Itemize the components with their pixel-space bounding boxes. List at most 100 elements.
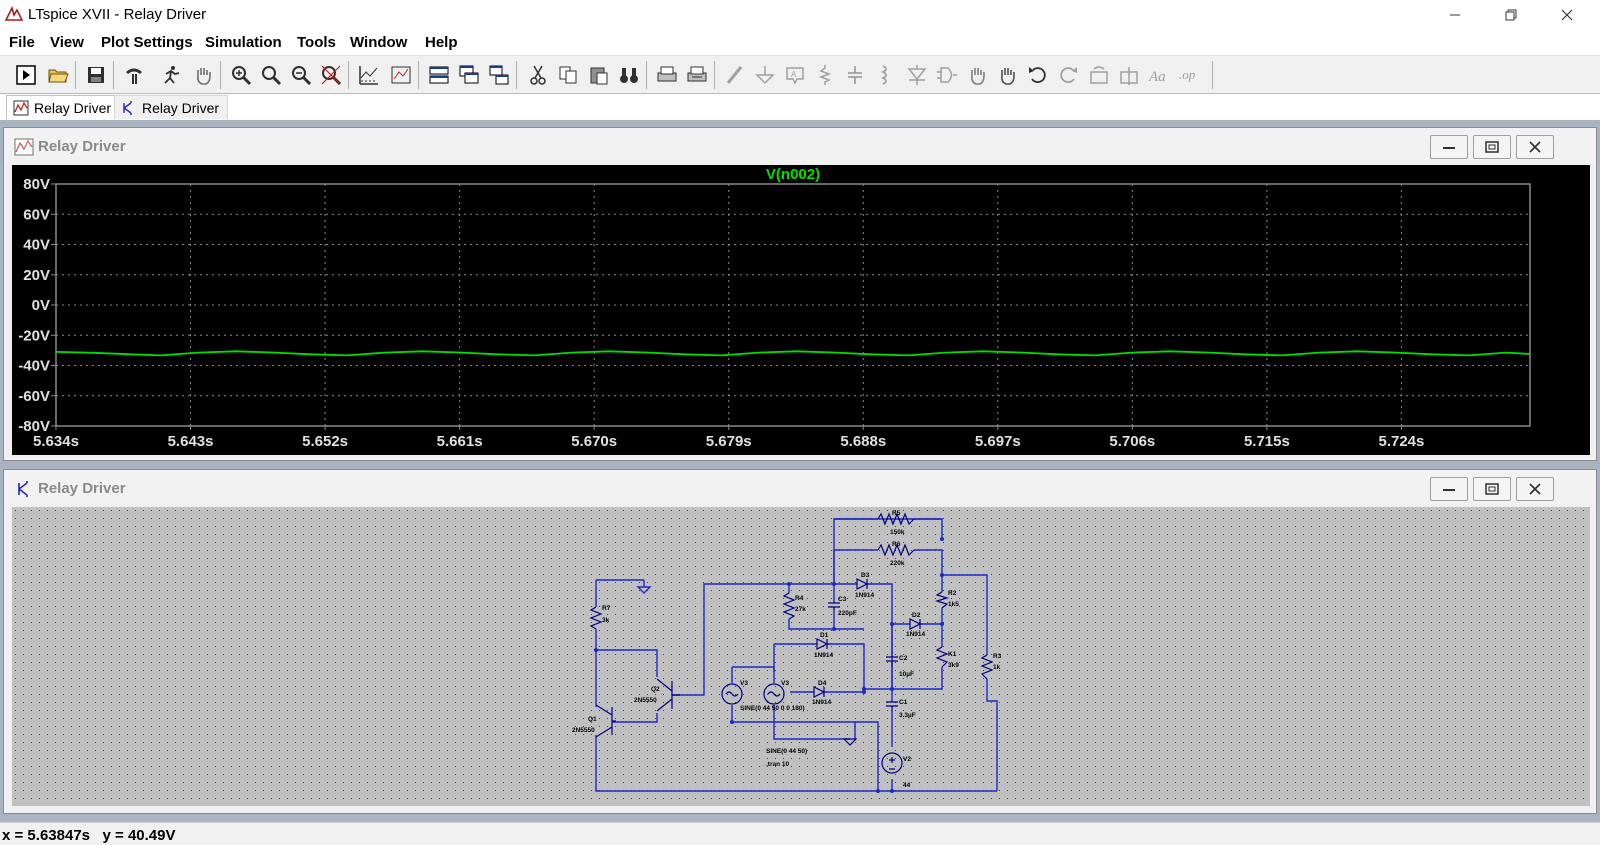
halt-button[interactable] (158, 62, 184, 88)
close-window-button[interactable] (1544, 0, 1590, 29)
menu-view[interactable]: View (50, 34, 84, 51)
waveform-window-titlebar[interactable]: Relay Driver (4, 128, 1596, 164)
restore-window-button[interactable] (1488, 0, 1534, 29)
tile-horizontal-button[interactable] (426, 62, 452, 88)
toolbar-separator (75, 61, 76, 89)
child-minimize-button[interactable] (1430, 135, 1468, 159)
ground-button[interactable] (752, 62, 778, 88)
schematic-wires (595, 518, 998, 792)
label-d4-value: 1N914 (812, 699, 832, 706)
plot-settings-button[interactable] (388, 62, 414, 88)
pan-button[interactable] (190, 62, 216, 88)
x-tick-label: 5.670s (571, 433, 617, 450)
zoom-out-button[interactable] (288, 62, 314, 88)
menu-bar: File View Plot Settings Simulation Tools… (0, 29, 1600, 56)
label-c3: C3 (838, 596, 847, 603)
menu-plot-settings[interactable]: Plot Settings (101, 34, 193, 51)
capacitor-button[interactable] (842, 62, 868, 88)
diode-d1 (816, 638, 832, 650)
diode-button[interactable] (904, 62, 930, 88)
print-button[interactable] (654, 62, 680, 88)
control-panel-button[interactable] (121, 62, 147, 88)
menu-help[interactable]: Help (425, 34, 458, 51)
child-close-button[interactable] (1516, 135, 1554, 159)
inductor-icon (880, 65, 887, 85)
tab-waveform-relay-driver[interactable]: Relay Driver (6, 95, 121, 119)
zoom-area-button[interactable] (228, 62, 254, 88)
capacitor-c3 (828, 602, 840, 611)
child-minimize-button[interactable] (1430, 477, 1468, 501)
open-button[interactable] (45, 62, 71, 88)
resistor-button[interactable] (812, 62, 838, 88)
mirror-button[interactable] (1116, 62, 1142, 88)
x-tick-label: 5.643s (168, 433, 214, 450)
find-button[interactable] (616, 62, 642, 88)
paste-button[interactable] (586, 62, 612, 88)
halt-icon (164, 66, 180, 84)
minimize-window-button[interactable] (1432, 0, 1478, 29)
run-button[interactable] (13, 62, 39, 88)
pan-icon (197, 68, 211, 85)
child-close-button[interactable] (1516, 477, 1554, 501)
label-d4: D4 (818, 680, 827, 687)
toolbar-separator (714, 61, 715, 89)
x-tick-label: 5.661s (437, 433, 483, 450)
label-c3-value: 220pF (838, 610, 857, 617)
x-tick-label: 5.715s (1244, 433, 1290, 450)
rotate-button[interactable] (1086, 62, 1112, 88)
x-tick-label: 5.634s (33, 433, 79, 450)
label-k1: K1 (948, 651, 957, 658)
voltage-source-v2 (881, 752, 903, 774)
label-d3-value: 1N914 (855, 592, 875, 599)
voltage-source-v3b (763, 683, 785, 705)
child-maximize-button[interactable] (1473, 477, 1511, 501)
label-q1-value: 2N5550 (572, 727, 595, 734)
window-title: LTspice XVII - Relay Driver (28, 6, 207, 23)
x-tick-label: 5.697s (975, 433, 1021, 450)
copy-button[interactable] (555, 62, 581, 88)
trace-title[interactable]: V(n002) (766, 166, 820, 183)
undo-button[interactable] (1025, 62, 1051, 88)
zoom-in-button[interactable] (258, 62, 284, 88)
inductor-button[interactable] (872, 62, 898, 88)
zoom-fit-icon (321, 65, 342, 86)
open-icon (48, 69, 69, 83)
move-icon (971, 68, 985, 85)
drag-button[interactable] (994, 62, 1020, 88)
component-button[interactable] (934, 62, 960, 88)
label-c1-value: 3.3µF (899, 712, 916, 719)
redo-button[interactable] (1055, 62, 1081, 88)
spice-directive-button[interactable]: .op (1177, 62, 1203, 88)
save-button[interactable] (83, 62, 109, 88)
toolbar-separator (516, 61, 517, 89)
autorange-button[interactable] (356, 62, 382, 88)
wire-button[interactable] (722, 62, 748, 88)
tile-vertical-button[interactable] (486, 62, 512, 88)
text-button[interactable]: Aa (1146, 62, 1172, 88)
tab-schematic-relay-driver[interactable]: Relay Driver (114, 95, 229, 119)
print-setup-button[interactable] (684, 62, 710, 88)
menu-simulation[interactable]: Simulation (205, 34, 282, 51)
label-q1: Q1 (588, 716, 597, 723)
label-net-button[interactable]: A (782, 62, 808, 88)
undo-icon (1029, 67, 1046, 83)
menu-file[interactable]: File (9, 34, 35, 51)
mirror-icon (1120, 67, 1138, 85)
child-maximize-button[interactable] (1473, 135, 1511, 159)
cascade-button[interactable] (456, 62, 482, 88)
schematic-window-titlebar[interactable]: Relay Driver (4, 470, 1596, 506)
menu-tools[interactable]: Tools (297, 34, 336, 51)
y-tick-label: -40V (18, 358, 50, 375)
zoom-fit-button[interactable] (318, 62, 344, 88)
cut-button[interactable] (525, 62, 551, 88)
schematic-drawing[interactable]: R5 150k R6 220k R4 27k C3 220pF D3 1N914… (12, 507, 1590, 806)
schematic-canvas[interactable]: R5 150k R6 220k R4 27k C3 220pF D3 1N914… (12, 507, 1590, 806)
menu-window[interactable]: Window (350, 34, 408, 51)
move-button[interactable] (964, 62, 990, 88)
trace-v-n002[interactable] (55, 350, 1531, 357)
spice-directive-tran[interactable]: .tran 10 (766, 761, 790, 768)
restore-icon (1505, 9, 1517, 20)
